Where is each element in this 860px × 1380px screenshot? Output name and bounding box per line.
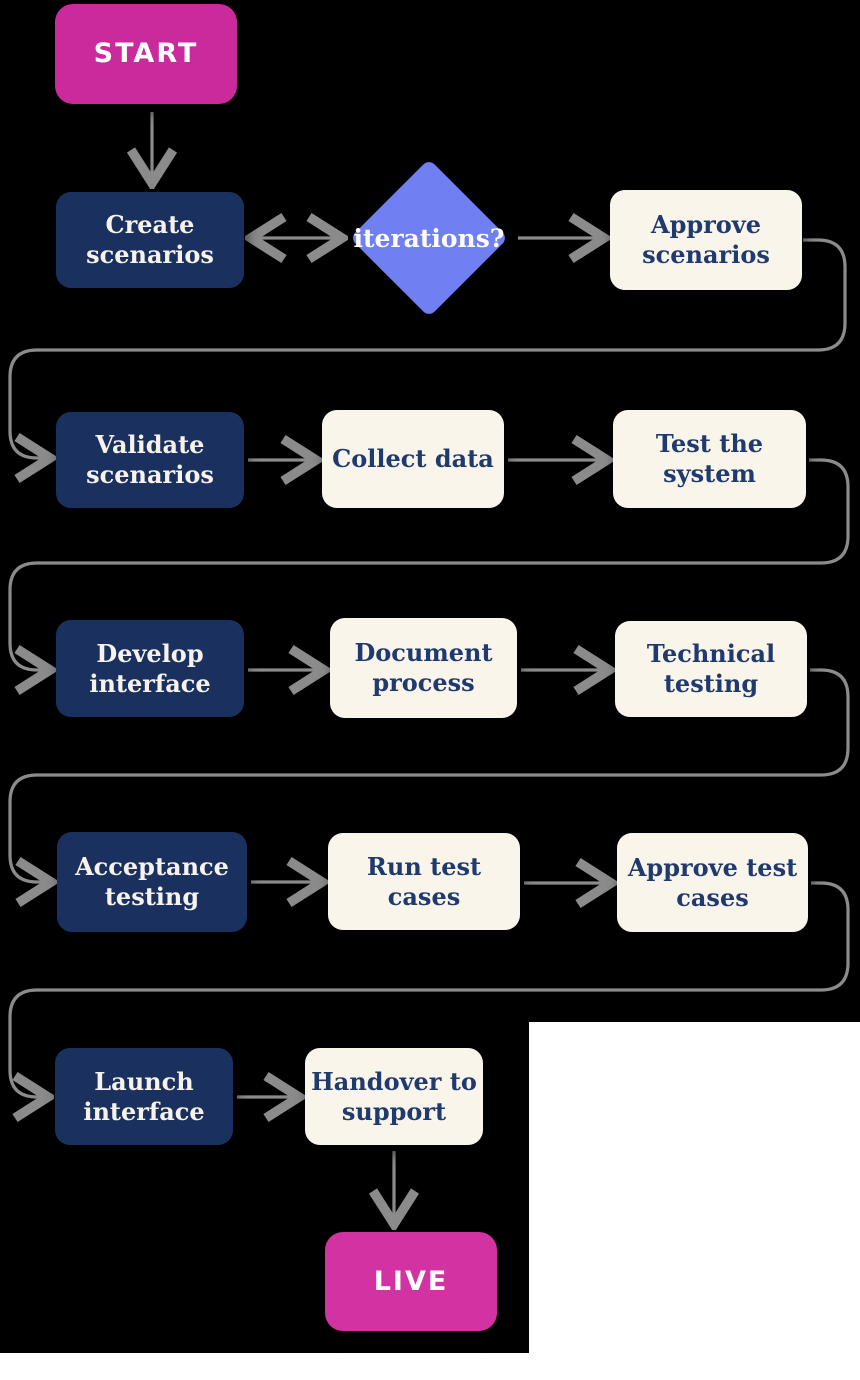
node-technical-testing: Technical testing [615, 621, 807, 717]
node-develop-interface: Develop interface [56, 620, 244, 717]
connector-technical-to-acceptance [8, 668, 850, 882]
node-approve-scenarios: Approve scenarios [610, 190, 802, 290]
connector-approve-tests-to-launch [8, 881, 850, 1097]
connector-test-system-to-develop [8, 458, 850, 670]
node-start: START [55, 4, 237, 104]
decision-label: iterations? [353, 223, 505, 253]
node-approve-test-cases: Approve test cases [617, 833, 808, 932]
node-launch-interface: Launch interface [55, 1048, 233, 1145]
node-handover-to-support: Handover to support [305, 1048, 483, 1145]
node-test-the-system: Test the system [613, 410, 806, 508]
connector-approve-scenarios-to-validate [8, 238, 847, 458]
node-run-test-cases: Run test cases [328, 833, 520, 930]
node-create-scenarios: Create scenarios [56, 192, 244, 288]
node-live: LIVE [325, 1232, 497, 1331]
node-validate-scenarios: Validate scenarios [56, 412, 244, 508]
node-collect-data: Collect data [322, 410, 504, 508]
node-document-process: Document process [330, 618, 517, 718]
node-acceptance-testing: Acceptance testing [57, 832, 247, 932]
